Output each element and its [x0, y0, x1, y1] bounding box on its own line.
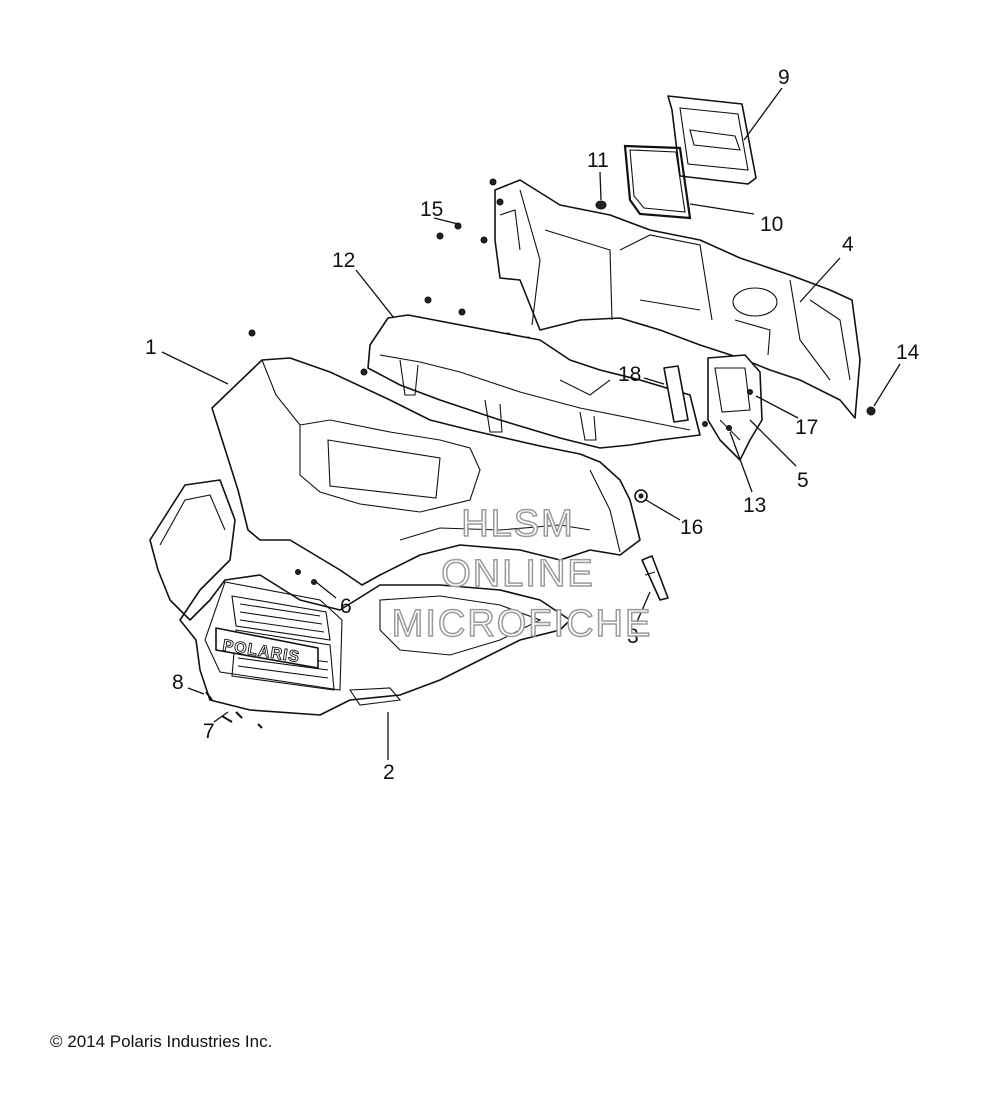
- parts-7-8-hardware: [205, 691, 263, 729]
- callout-16: 16: [680, 516, 703, 539]
- part-5-bracket: [707, 354, 763, 461]
- callout-2: 2: [383, 761, 395, 784]
- callout-7: 7: [203, 720, 215, 743]
- leader-lines: [161, 87, 901, 760]
- callout-8: 8: [172, 671, 184, 694]
- part-9-glovebox-door: [667, 95, 757, 185]
- callout-labels: 1 2 3 4 5 6 7 8 9 10 11 12 13 14 15 16 1…: [145, 66, 920, 784]
- watermark: HLSM ONLINE MICROFICHE: [391, 502, 653, 646]
- part-11-fastener: [595, 200, 607, 210]
- callout-5: 5: [797, 469, 809, 492]
- callout-18: 18: [618, 363, 641, 386]
- callout-9: 9: [778, 66, 790, 89]
- callout-10: 10: [760, 213, 783, 236]
- part-1-hood: [211, 357, 641, 586]
- part-2-front-fascia: POLARIS: [149, 479, 571, 716]
- callout-4: 4: [842, 233, 854, 256]
- part-12-support: [367, 314, 701, 449]
- callout-14: 14: [896, 341, 920, 364]
- part-4-dashboard: [494, 179, 861, 419]
- watermark-line-1: HLSM: [461, 503, 575, 545]
- callout-1: 1: [145, 336, 157, 359]
- copyright-notice: © 2014 Polaris Industries Inc.: [50, 1032, 273, 1051]
- callout-17: 17: [795, 416, 818, 439]
- part-3-clip: [641, 555, 669, 601]
- part-10-seal: [623, 144, 692, 220]
- callout-3: 3: [627, 625, 639, 648]
- small-hardware: [634, 389, 876, 503]
- callout-13: 13: [743, 494, 766, 517]
- watermark-line-2: ONLINE: [441, 553, 594, 595]
- callout-15: 15: [420, 198, 443, 221]
- callout-6: 6: [340, 595, 352, 618]
- watermark-line-3: MICROFICHE: [392, 603, 653, 645]
- callout-11: 11: [587, 149, 609, 172]
- part-18-plate: [663, 365, 689, 423]
- callout-12: 12: [332, 249, 355, 272]
